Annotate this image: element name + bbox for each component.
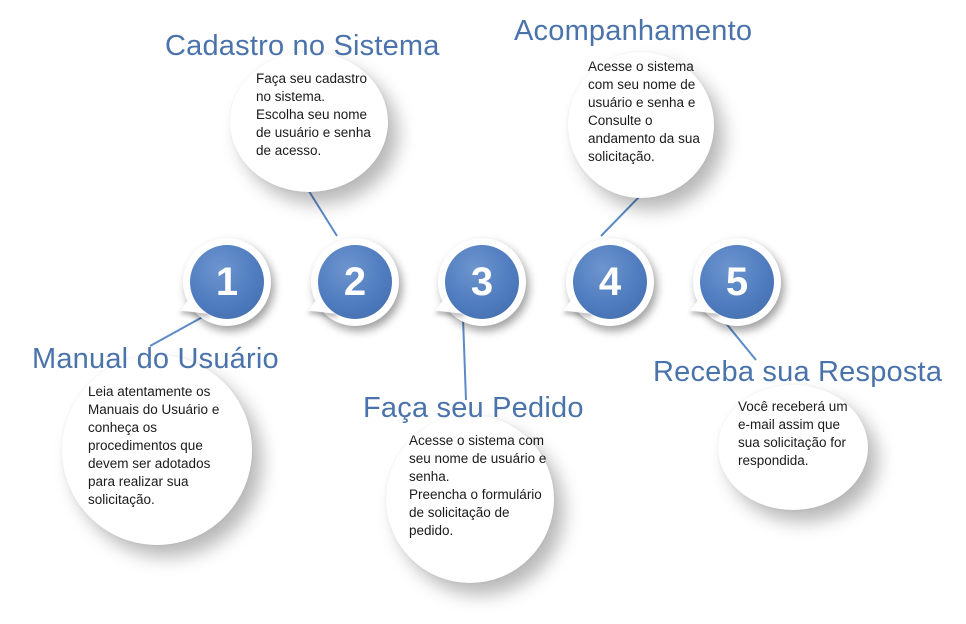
step-badge-5: 5 (689, 238, 781, 327)
info-bubble-5 (718, 385, 868, 510)
step-badge-3: 3 (434, 238, 526, 327)
step-description-5: Você receberá um e-mail assim que sua so… (738, 399, 848, 468)
connector-line-1 (149, 313, 209, 347)
info-bubble-3 (386, 415, 554, 583)
connector-line-3 (462, 317, 467, 401)
step-description-2: Faça seu cadastro no sistema. Escolha se… (256, 71, 371, 158)
step-number-disk-3: 3 (445, 245, 519, 319)
step-title-5: Receba sua Resposta (653, 356, 943, 388)
step-description-3: Acesse o sistema com seu nome de usuário… (409, 433, 547, 538)
step-title-3: Faça seu Pedido (363, 392, 584, 424)
info-bubble-2 (230, 52, 388, 192)
step-description-1: Leia atentamente os Manuais do Usuário e… (88, 384, 220, 507)
info-bubble-4 (568, 52, 714, 198)
step-title-4: Acompanhamento (514, 15, 753, 47)
connector-line-4 (600, 195, 641, 237)
step-badge-2: 2 (307, 238, 399, 327)
step-number-2: 2 (343, 260, 367, 304)
step-number-5: 5 (725, 260, 749, 304)
step-badge-4: 4 (562, 238, 654, 327)
step-number-disk-2: 2 (318, 245, 392, 319)
step-title-2: Cadastro no Sistema (165, 30, 440, 62)
step-number-1: 1 (215, 260, 239, 304)
step-number-4: 4 (598, 260, 622, 304)
info-bubble-1 (62, 355, 252, 545)
step-number-3: 3 (470, 260, 494, 304)
step-number-disk-4: 4 (573, 245, 647, 319)
step-title-1: Manual do Usuário (32, 343, 279, 375)
step-number-disk-5: 5 (700, 245, 774, 319)
step-number-disk-1: 1 (190, 245, 264, 319)
step-description-4: Acesse o sistema com seu nome de usuário… (588, 59, 700, 164)
connector-line-2 (306, 187, 338, 237)
step-badge-1: 1 (179, 238, 271, 327)
